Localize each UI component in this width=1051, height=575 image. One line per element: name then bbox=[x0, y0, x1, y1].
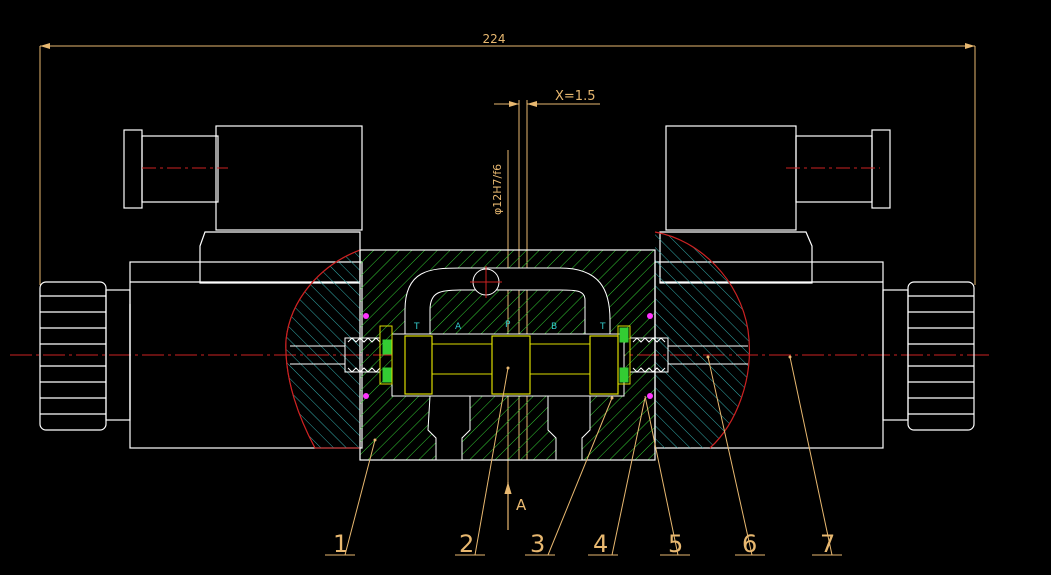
spool-gap-label: X=1.5 bbox=[555, 89, 595, 104]
overall-length-label: 224 bbox=[483, 32, 506, 46]
view-marker: A bbox=[504, 482, 527, 530]
leader-dots bbox=[373, 355, 792, 442]
right-cutaway bbox=[654, 231, 750, 449]
part-number-1: 1 bbox=[333, 530, 348, 558]
fit-label: φ12H7/f6 bbox=[491, 164, 504, 215]
left-spring bbox=[344, 325, 393, 385]
right-knob-ribs bbox=[908, 295, 974, 415]
part-number-4: 4 bbox=[593, 530, 608, 558]
part-number-7: 7 bbox=[820, 530, 835, 558]
part-numbers: 1 2 3 4 5 6 7 bbox=[333, 530, 835, 558]
port-label-a: A bbox=[455, 322, 462, 332]
left-solenoid bbox=[39, 125, 363, 449]
part-number-6: 6 bbox=[742, 530, 757, 558]
right-spring bbox=[617, 325, 669, 385]
valve-body: T A P B T bbox=[359, 249, 656, 461]
port-label-t-left: T bbox=[413, 322, 420, 332]
left-cutaway bbox=[285, 249, 361, 449]
port-label-p: P bbox=[505, 320, 511, 330]
part-number-2: 2 bbox=[459, 530, 474, 558]
part-leaders bbox=[325, 356, 842, 556]
view-marker-label: A bbox=[516, 496, 527, 514]
left-knob-ribs bbox=[40, 295, 106, 415]
port-label-b: B bbox=[551, 322, 557, 332]
part-number-3: 3 bbox=[530, 530, 545, 558]
port-label-t-right: T bbox=[599, 322, 606, 332]
part-number-5: 5 bbox=[668, 530, 683, 558]
o-ring-markers bbox=[363, 313, 653, 399]
overall-dimension: 224 bbox=[39, 32, 976, 285]
